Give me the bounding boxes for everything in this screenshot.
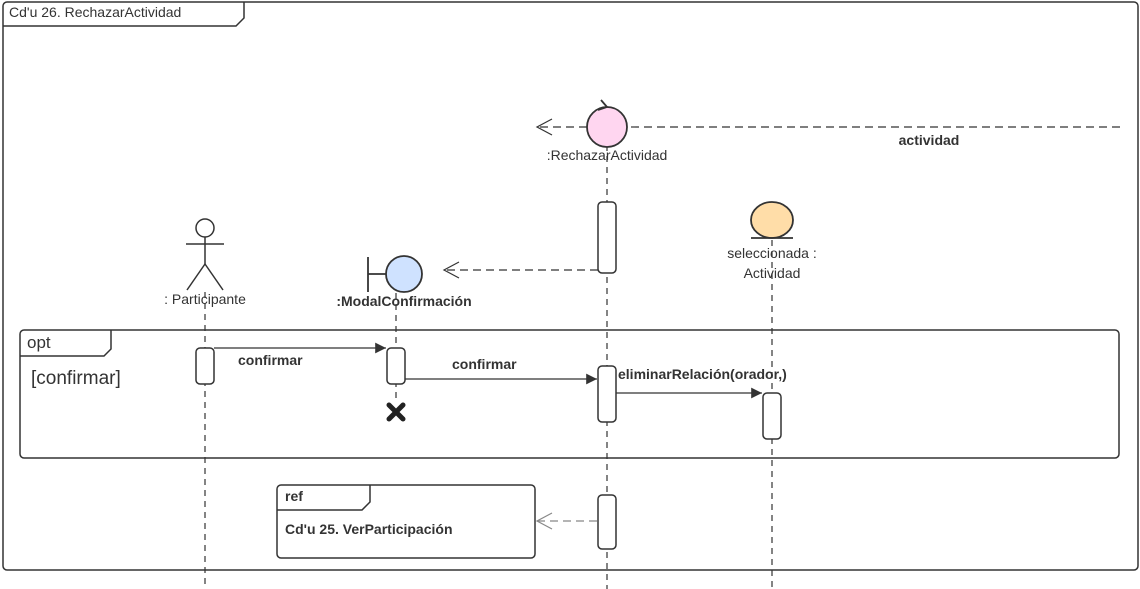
destroy-icon xyxy=(386,402,406,422)
message-incoming-label: actividad xyxy=(899,132,960,148)
rechazar-label: :RechazarActividad xyxy=(547,147,668,163)
actividad-label-line2: Actividad xyxy=(744,265,801,281)
actor-participante xyxy=(186,218,224,291)
message-confirmar-2-label: confirmar xyxy=(452,356,517,372)
modal-label: :ModalConfirmación xyxy=(336,293,471,309)
activation-participante xyxy=(195,347,215,385)
opt-operator: opt xyxy=(27,333,51,352)
ref-operator: ref xyxy=(285,488,303,504)
activation-actividad xyxy=(762,392,782,440)
activations xyxy=(195,201,782,550)
ref-label: Cd'u 25. VerParticipación xyxy=(285,521,453,537)
opt-fragment: opt [confirmar] xyxy=(19,329,1120,459)
message-return-to-ref xyxy=(535,512,597,530)
activation-rechazar-2 xyxy=(597,365,617,423)
opt-guard: [confirmar] xyxy=(31,368,121,389)
ref-fragment: ref Cd'u 25. VerParticipación xyxy=(276,484,536,559)
participante-label: : Participante xyxy=(164,291,246,307)
diagram-frame: Cd'u 26. RechazarActividad xyxy=(2,1,1139,571)
entity-actividad-icon xyxy=(750,201,794,239)
message-incoming-actividad xyxy=(535,118,1120,136)
activation-modal xyxy=(386,347,406,385)
message-eliminar-label: eliminarRelación(orador,) xyxy=(618,366,787,382)
actor-head-icon xyxy=(195,218,215,238)
activation-rechazar-1 xyxy=(597,201,617,274)
actividad-label-line1: seleccionada : xyxy=(727,245,817,261)
message-confirmar-1-label: confirmar xyxy=(238,352,303,368)
message-return-to-modal xyxy=(442,261,598,279)
frame-title: Cd'u 26. RechazarActividad xyxy=(9,4,181,20)
activation-rechazar-3 xyxy=(597,494,617,550)
boundary-modal-icon xyxy=(367,255,423,293)
control-rechazar-icon xyxy=(586,99,628,148)
